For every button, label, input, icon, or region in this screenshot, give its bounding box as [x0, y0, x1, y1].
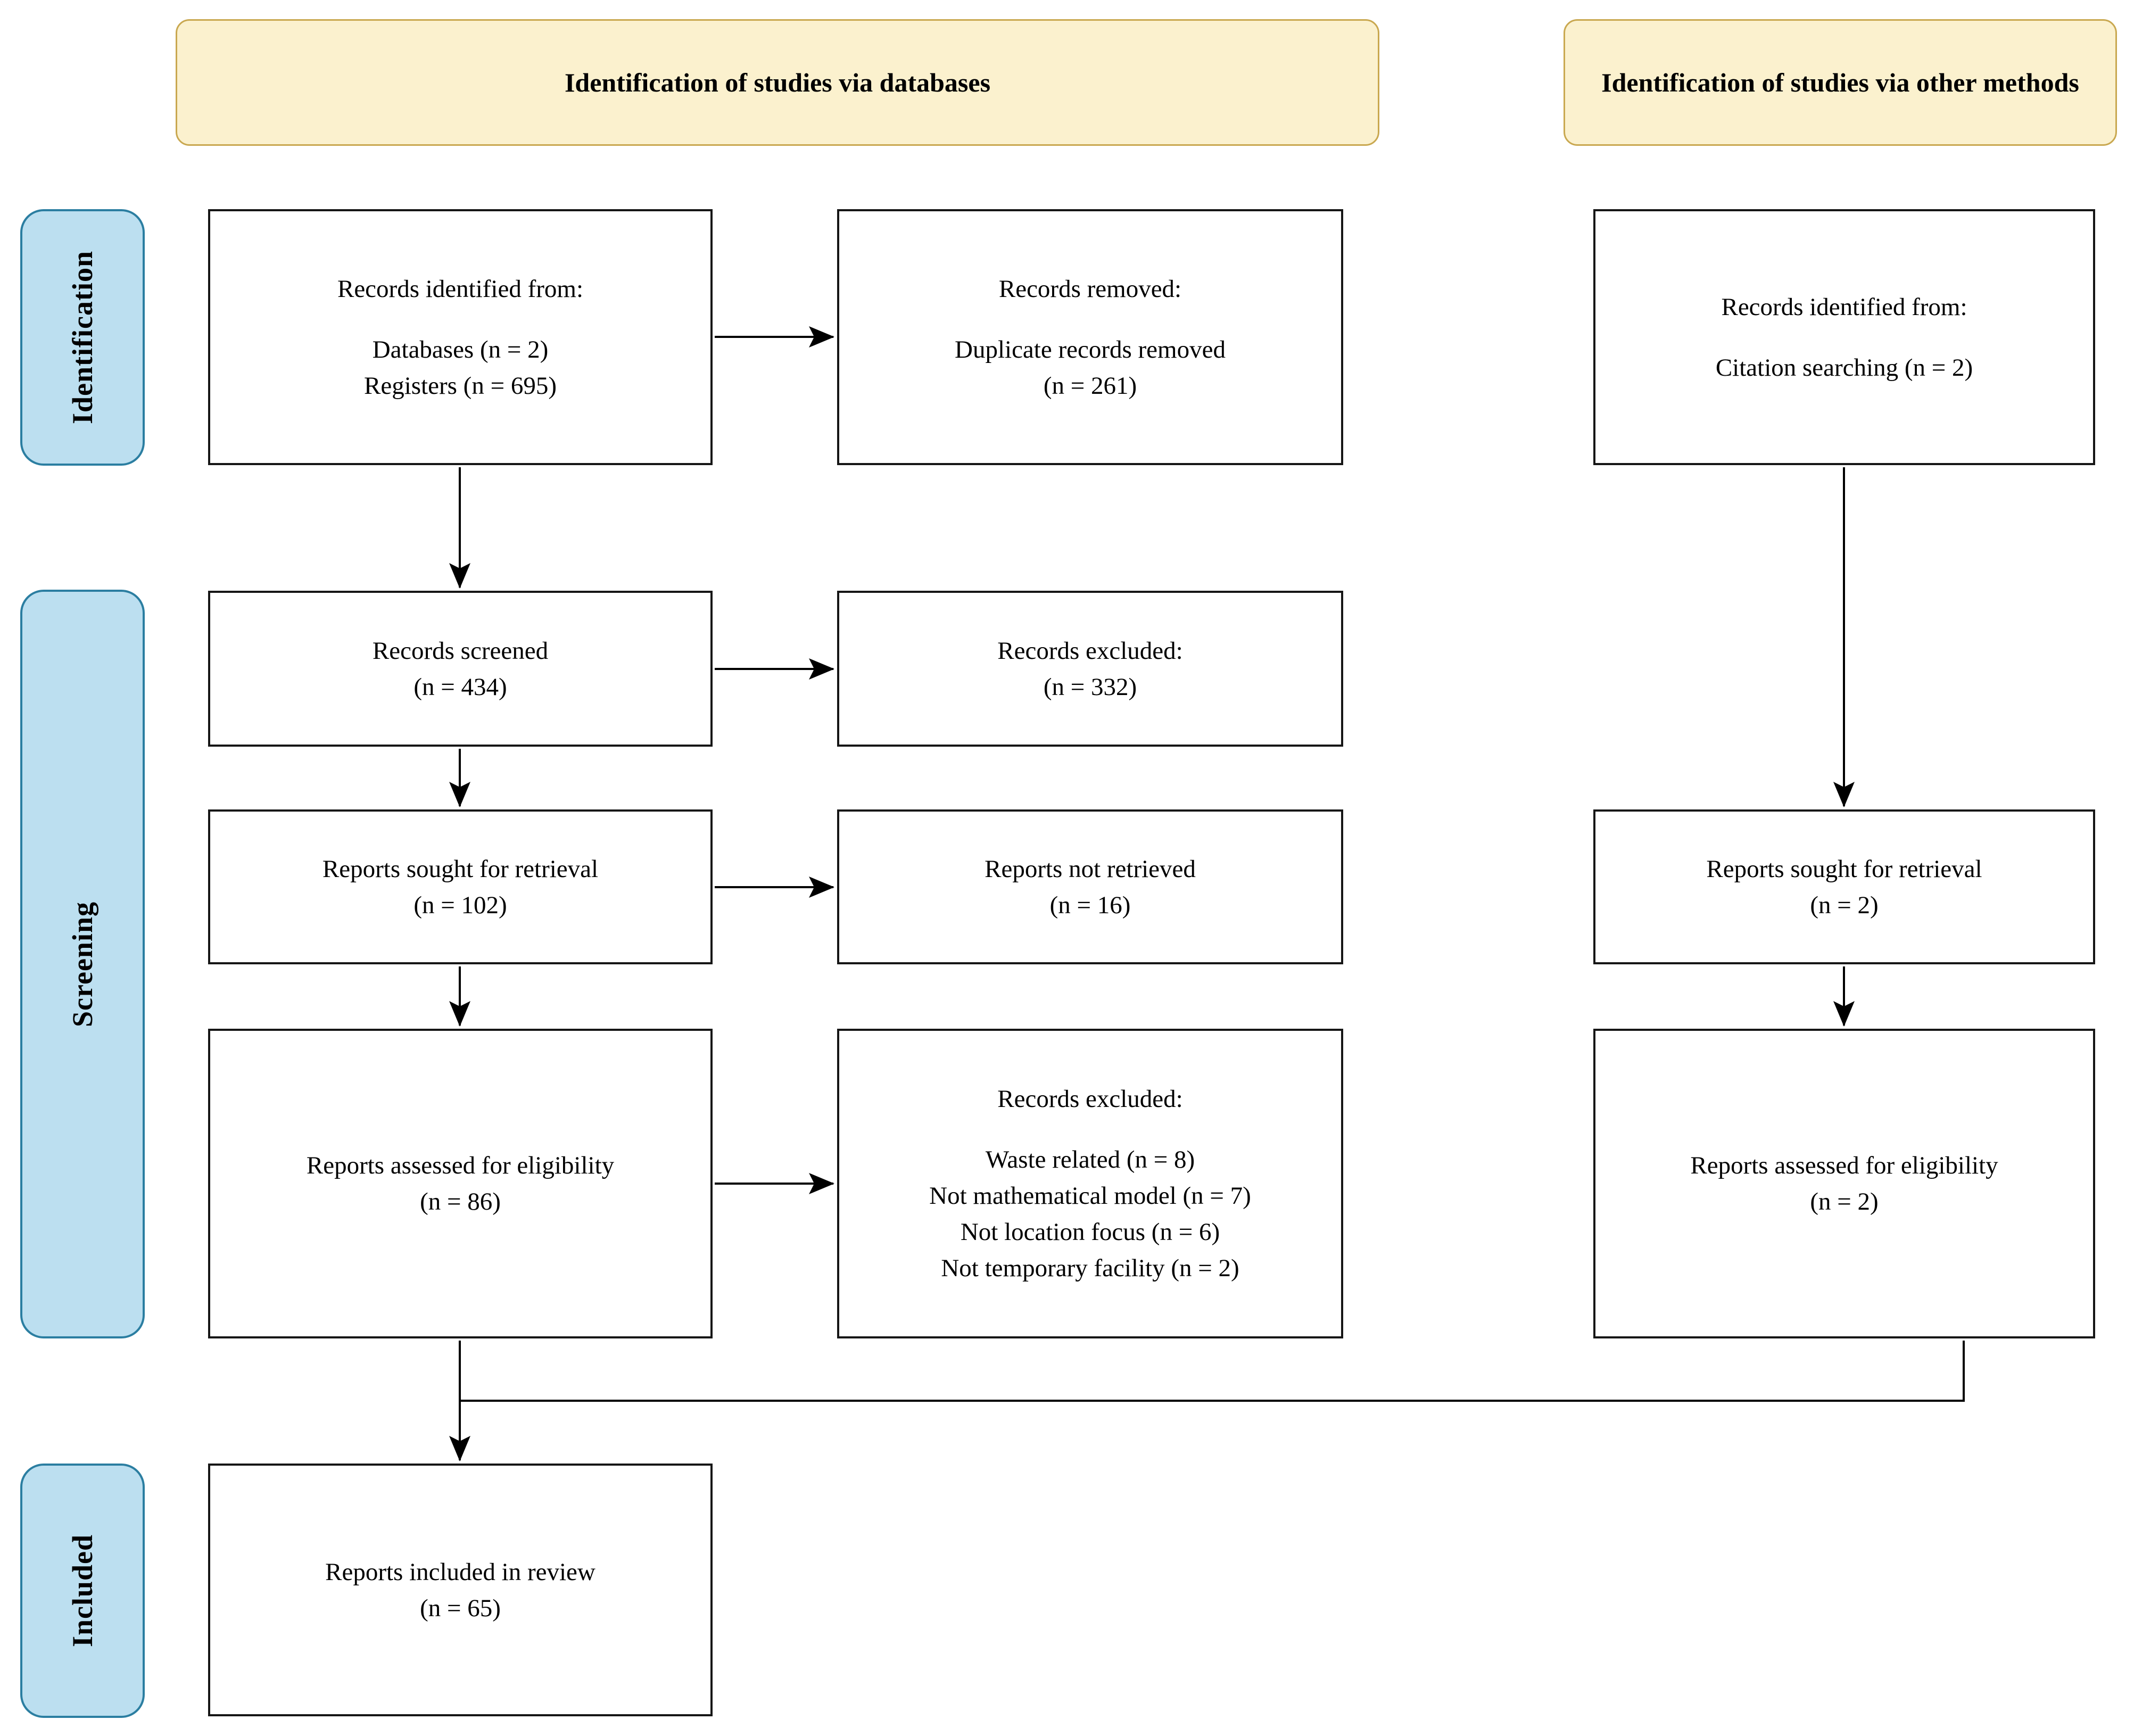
node-text-line: Not location focus (n = 6): [960, 1218, 1220, 1246]
node-text-line: (n = 86): [420, 1188, 501, 1216]
node-reports-sought-databases: Reports sought for retrieval (n = 102): [208, 809, 713, 964]
node-text-line: Reports assessed for eligibility: [306, 1152, 615, 1179]
node-text-line: (n = 102): [413, 891, 507, 919]
stage-label-included: Included: [20, 1464, 145, 1718]
node-reports-sought-other: Reports sought for retrieval (n = 2): [1593, 809, 2095, 964]
node-records-excluded: Records excluded: (n = 332): [837, 591, 1343, 747]
node-text-line: Records identified from:: [337, 275, 584, 303]
node-records-identified-databases: Records identified from: Databases (n = …: [208, 209, 713, 465]
node-text-spacer: [223, 307, 698, 332]
node-text-line: Records identified from:: [1721, 293, 1967, 321]
node-reports-excluded-reasons: Records excluded: Waste related (n = 8) …: [837, 1029, 1343, 1338]
node-text-line: Records excluded:: [997, 636, 1183, 665]
node-text-line: Citation searching (n = 2): [1715, 353, 1973, 382]
header-identification-via-databases: Identification of studies via databases: [176, 19, 1379, 146]
node-reports-included: Reports included in review (n = 65): [208, 1464, 713, 1716]
node-text-line: (n = 16): [1049, 891, 1131, 919]
node-records-identified-other: Records identified from: Citation search…: [1593, 209, 2095, 465]
header-identification-via-other-methods: Identification of studies via other meth…: [1564, 19, 2117, 146]
node-text-line: Reports sought for retrieval: [1706, 855, 1982, 883]
node-text-line: Reports not retrieved: [985, 855, 1196, 883]
node-text-line: (n = 2): [1810, 1188, 1879, 1216]
node-text-spacer: [852, 1117, 1328, 1142]
header-text: Identification of studies via other meth…: [1601, 67, 2079, 97]
node-text-line: Not temporary facility (n = 2): [941, 1254, 1239, 1282]
header-text: Identification of studies via databases: [564, 67, 991, 97]
stage-label-text: Identification: [67, 250, 99, 425]
node-text-line: Records excluded:: [997, 1085, 1183, 1113]
node-text-spacer: [852, 307, 1328, 332]
node-text-line: Databases (n = 2): [372, 335, 549, 363]
stage-label-identification: Identification: [20, 209, 145, 466]
node-text-spacer: [1608, 325, 2080, 350]
node-text-line: Not mathematical model (n = 7): [929, 1182, 1251, 1210]
node-reports-assessed-other: Reports assessed for eligibility (n = 2): [1593, 1029, 2095, 1338]
node-text-line: (n = 2): [1810, 891, 1879, 919]
node-text-line: (n = 332): [1043, 673, 1137, 701]
node-text-line: (n = 434): [413, 673, 507, 701]
node-text-line: Reports assessed for eligibility: [1690, 1152, 1998, 1179]
connector-assessed-other-to-included: [460, 1341, 1965, 1402]
node-records-screened: Records screened (n = 434): [208, 591, 713, 747]
node-text-line: (n = 65): [420, 1594, 501, 1622]
node-text-line: Records screened: [372, 636, 549, 665]
node-text-line: Duplicate records removed: [955, 335, 1226, 363]
node-reports-assessed-databases: Reports assessed for eligibility (n = 86…: [208, 1029, 713, 1338]
node-text-line: Records removed:: [998, 275, 1182, 303]
node-reports-not-retrieved: Reports not retrieved (n = 16): [837, 809, 1343, 964]
stage-label-screening: Screening: [20, 590, 145, 1338]
stage-label-text: Screening: [67, 901, 98, 1027]
node-text-line: Reports sought for retrieval: [322, 855, 599, 883]
node-records-removed: Records removed: Duplicate records remov…: [837, 209, 1343, 465]
node-text-line: Registers (n = 695): [364, 371, 557, 400]
node-text-line: Waste related (n = 8): [985, 1146, 1195, 1173]
node-text-line: Reports included in review: [325, 1558, 595, 1586]
stage-label-text: Included: [67, 1534, 98, 1648]
node-text-line: (n = 261): [1043, 371, 1137, 400]
